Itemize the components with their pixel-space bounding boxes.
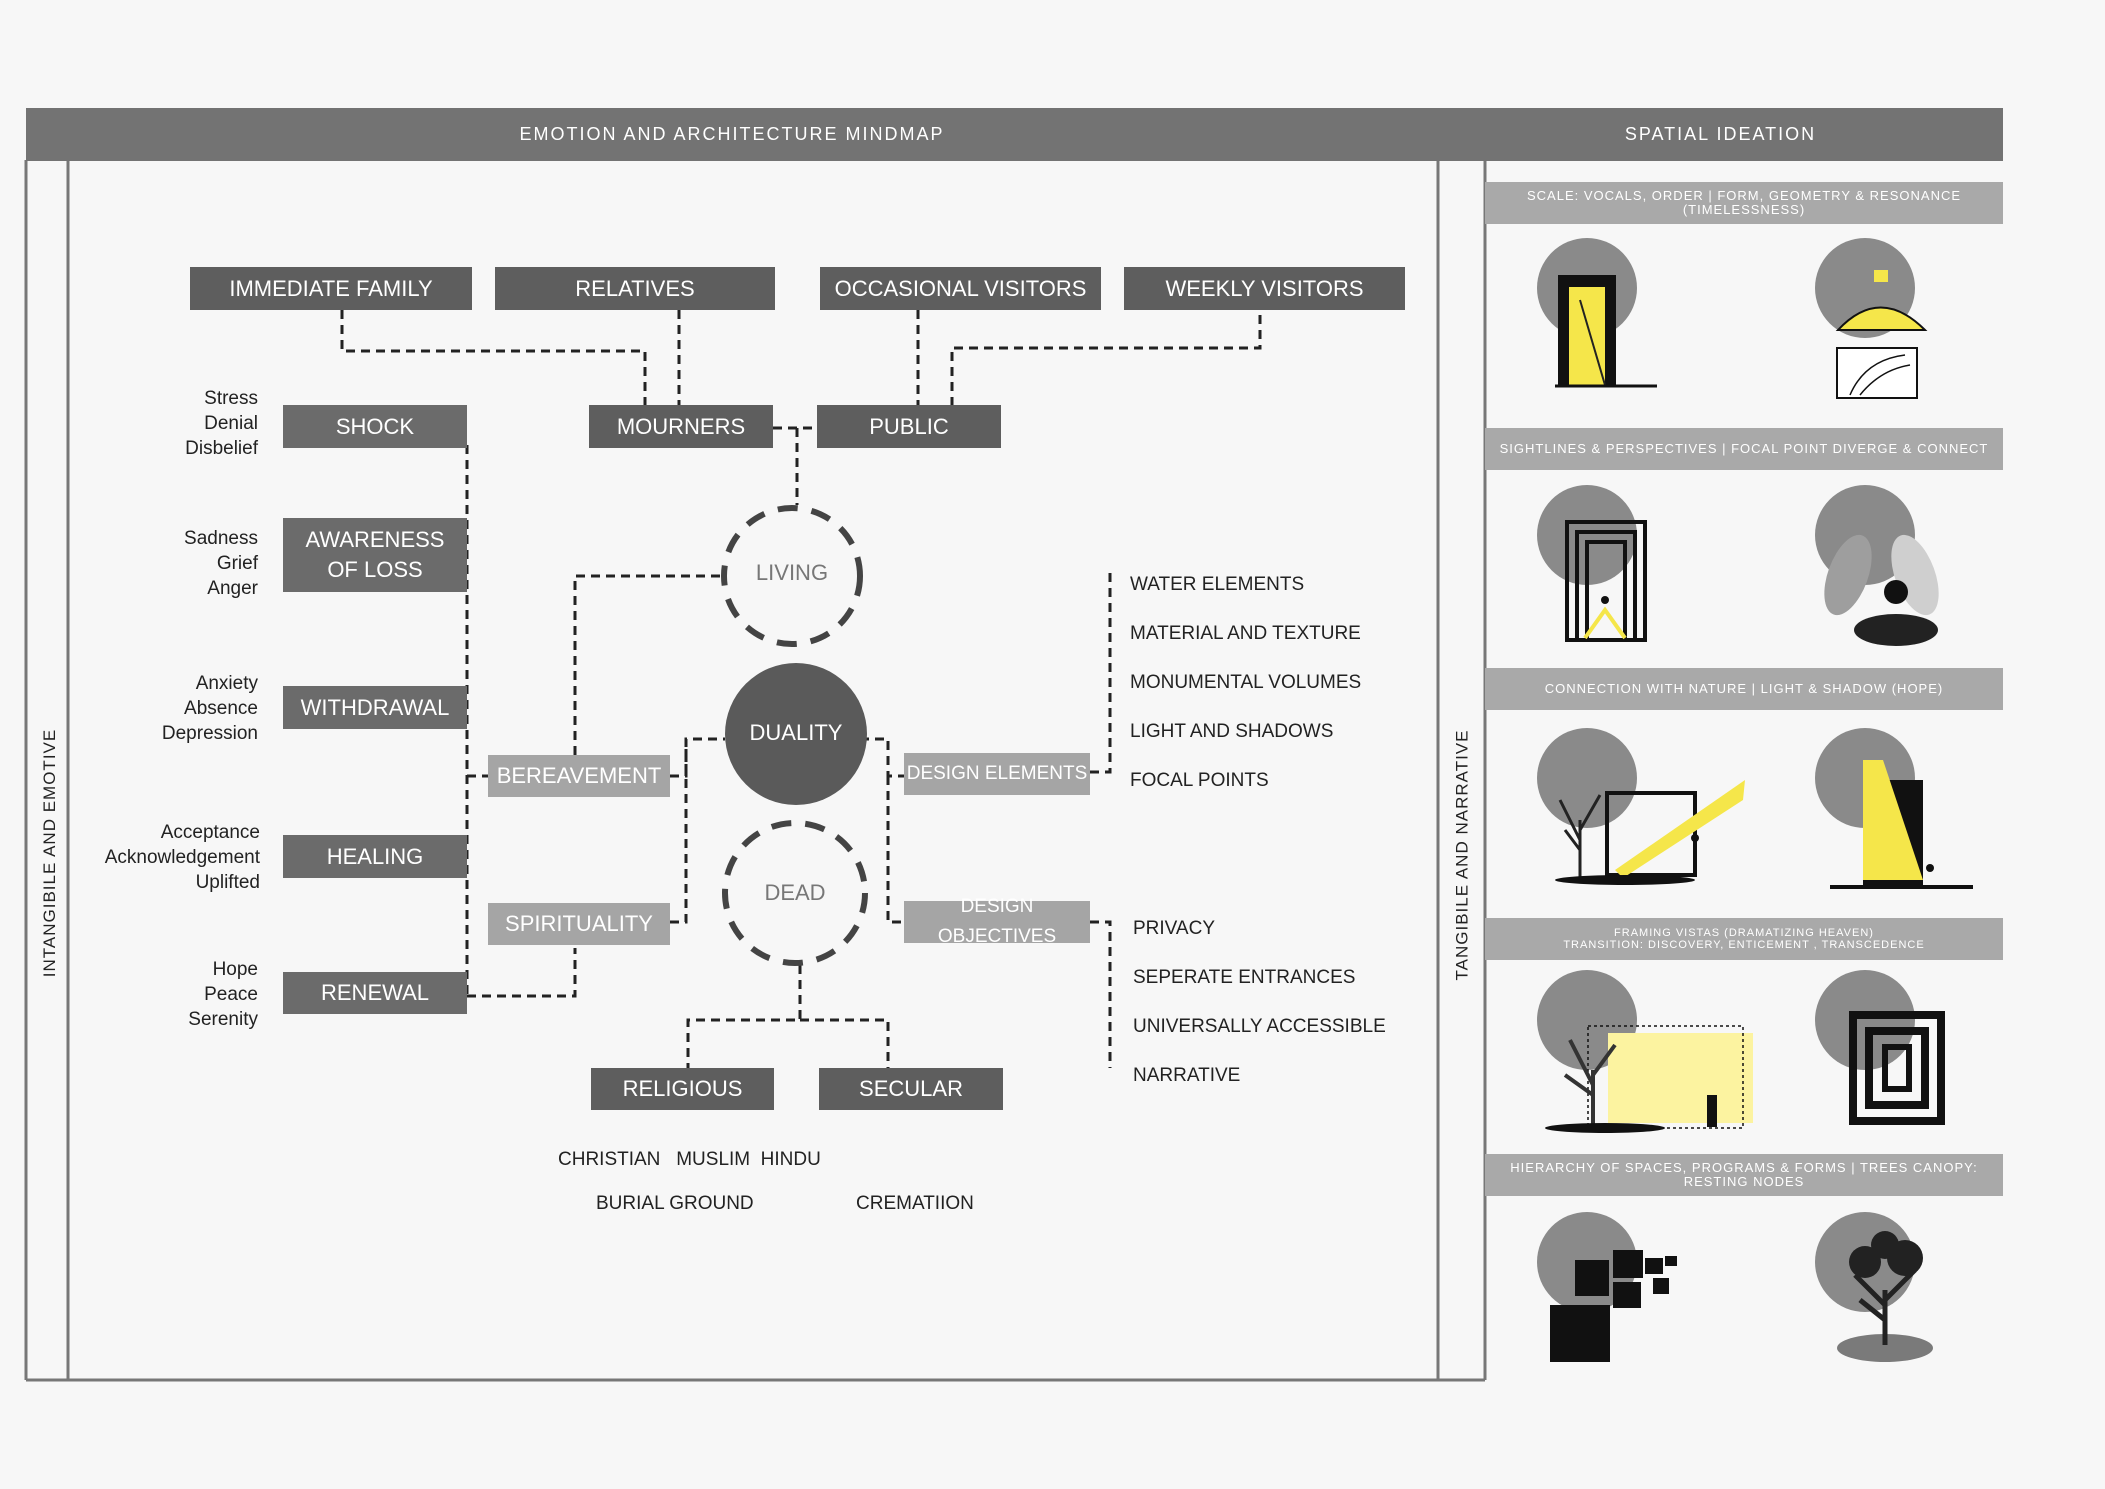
design-objectives-box: DESIGN OBJECTIVES bbox=[904, 896, 1090, 947]
spatial-section-4-line2: TRANSITION: DISCOVERY, ENTICEMENT , TRAN… bbox=[1563, 939, 1925, 951]
religious-box: RELIGIOUS bbox=[591, 1068, 774, 1110]
emotion: Denial bbox=[204, 413, 258, 434]
design-element-item: MATERIAL AND TEXTURE bbox=[1130, 623, 1361, 644]
right-side-label: TANGIBILE AND NARRATIVE bbox=[1451, 729, 1471, 981]
design-elements-list: WATER ELEMENTS MATERIAL AND TEXTURE MONU… bbox=[1130, 560, 1361, 805]
emotion: Uplifted bbox=[195, 872, 260, 893]
spatial-section-1: SCALE: VOCALS, ORDER | FORM, GEOMETRY & … bbox=[1485, 182, 2003, 224]
stage-healing-box: HEALING bbox=[283, 835, 467, 878]
monolith-doorway-icon bbox=[1537, 238, 1657, 388]
spatial-section-4: FRAMING VISTAS (DRAMATIZING HEAVEN) TRAN… bbox=[1485, 918, 2003, 960]
spatial-title: SPATIAL IDEATION bbox=[1624, 124, 1817, 144]
duality-label: DUALITY bbox=[749, 720, 843, 745]
dashed-connectors bbox=[340, 310, 1262, 1068]
design-element-item: MONUMENTAL VOLUMES bbox=[1130, 672, 1362, 693]
design-elements-box: DESIGN ELEMENTS bbox=[904, 753, 1090, 795]
design-objective-item: UNIVERSALLY ACCESSIBLE bbox=[1133, 1016, 1386, 1037]
emotion: Anxiety bbox=[195, 673, 258, 694]
emotion: Absence bbox=[184, 698, 258, 719]
emotion: Hope bbox=[212, 959, 258, 980]
emotion: Acknowledgement bbox=[104, 847, 260, 868]
emotion: Disbelief bbox=[185, 438, 258, 459]
secular-box: SECULAR bbox=[819, 1068, 1003, 1110]
dome-light-icon bbox=[1815, 238, 1928, 399]
stage-renewal-box: RENEWAL bbox=[283, 972, 467, 1014]
bereavement-box: BEREAVEMENT bbox=[488, 755, 670, 797]
diverging-viewpoints-icon bbox=[1815, 485, 1939, 646]
design-element-item: WATER ELEMENTS bbox=[1130, 574, 1305, 595]
spatial-header: SPATIAL IDEATION bbox=[1438, 108, 2003, 161]
spatial-sketches bbox=[1537, 238, 1973, 1362]
occasional-visitors-box: OCCASIONAL VISITORS bbox=[820, 267, 1101, 310]
spirituality-box: SPIRITUALITY bbox=[488, 903, 670, 945]
tree-canopy-node-icon bbox=[1815, 1212, 1933, 1362]
yellow-shaft-light-icon bbox=[1815, 728, 1973, 889]
awareness-emotions: Sadness Grief Anger bbox=[118, 526, 258, 601]
spatial-section-5: HIERARCHY OF SPACES, PROGRAMS & FORMS | … bbox=[1485, 1154, 2003, 1196]
hierarchy-squares-icon bbox=[1537, 1212, 1677, 1362]
emotion: Depression bbox=[161, 723, 258, 744]
emotion: Sadness bbox=[184, 528, 258, 549]
spatial-section-4-line1: FRAMING VISTAS (DRAMATIZING HEAVEN) bbox=[1614, 927, 1874, 939]
emotion: Anger bbox=[207, 578, 258, 599]
stage-awareness-box: AWARENESS OF LOSS bbox=[283, 518, 467, 592]
weekly-visitors-box: WEEKLY VISITORS bbox=[1124, 267, 1405, 310]
design-objective-item: NARRATIVE bbox=[1133, 1065, 1241, 1086]
relatives-box: RELATIVES bbox=[495, 267, 775, 310]
dead-label: DEAD bbox=[764, 880, 826, 905]
design-objective-item: SEPERATE ENTRANCES bbox=[1133, 967, 1356, 988]
left-side-label: INTANGIBILE AND EMOTIVE bbox=[39, 728, 59, 978]
emotion: Grief bbox=[216, 553, 258, 574]
living-label: LIVING bbox=[755, 560, 829, 585]
emotion: Peace bbox=[204, 984, 258, 1005]
mourners-box: MOURNERS bbox=[589, 405, 773, 448]
mindmap-title: EMOTION AND ARCHITECTURE MINDMAP bbox=[519, 124, 945, 144]
mindmap-header: EMOTION AND ARCHITECTURE MINDMAP bbox=[26, 108, 1438, 161]
spatial-section-2: SIGHTLINES & PERSPECTIVES | FOCAL POINT … bbox=[1485, 428, 2003, 470]
dashed-circles bbox=[721, 505, 868, 966]
emotion: Serenity bbox=[188, 1009, 258, 1030]
tree-frame-nature-icon bbox=[1537, 728, 1745, 885]
renewal-emotions: Hope Peace Serenity bbox=[118, 957, 258, 1032]
shock-emotions: Stress Denial Disbelief bbox=[118, 386, 258, 461]
stage-shock-box: SHOCK bbox=[283, 405, 467, 448]
withdrawal-emotions: Anxiety Absence Depression bbox=[98, 671, 258, 746]
emotion: Stress bbox=[204, 388, 258, 409]
burial-ground-text: BURIAL GROUND bbox=[596, 1193, 754, 1214]
immediate-family-box: IMMEDIATE FAMILY bbox=[190, 267, 472, 310]
framing-vista-tree-icon bbox=[1537, 970, 1753, 1133]
healing-emotions: Acceptance Acknowledgement Uplifted bbox=[78, 820, 260, 895]
religions-text: CHRISTIAN MUSLIM HINDU bbox=[558, 1149, 821, 1170]
spatial-section-3: CONNECTION WITH NATURE | LIGHT & SHADOW … bbox=[1485, 668, 2003, 710]
design-objectives-list: PRIVACY SEPERATE ENTRANCES UNIVERSALLY A… bbox=[1133, 904, 1386, 1100]
duality-circle bbox=[725, 663, 867, 805]
nested-frames-icon bbox=[1537, 485, 1647, 642]
stage-withdrawal-box: WITHDRAWAL bbox=[283, 686, 467, 729]
emotion: Acceptance bbox=[160, 822, 260, 843]
design-element-item: FOCAL POINTS bbox=[1130, 770, 1269, 791]
public-box: PUBLIC bbox=[817, 405, 1001, 448]
cremation-text: CREMATIION bbox=[856, 1193, 974, 1214]
design-element-item: LIGHT AND SHADOWS bbox=[1130, 721, 1334, 742]
spiral-transition-icon bbox=[1815, 970, 1945, 1125]
design-objective-item: PRIVACY bbox=[1133, 918, 1216, 939]
